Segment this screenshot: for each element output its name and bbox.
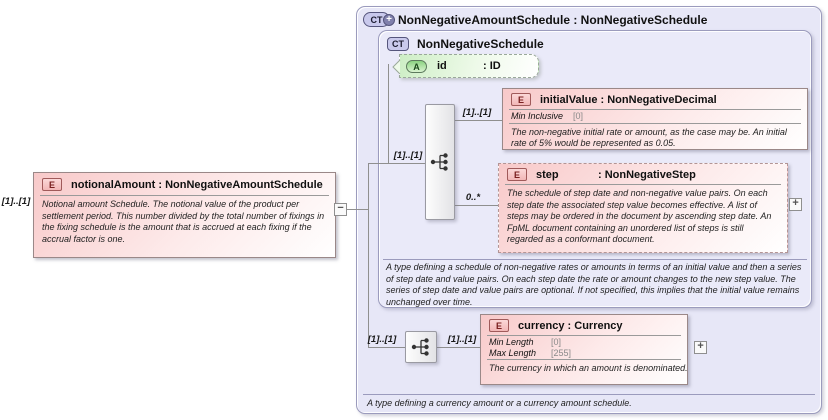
element-title: initialValue : NonNegativeDecimal xyxy=(540,93,717,106)
container-footer-separator xyxy=(363,394,815,395)
attribute-icon: A xyxy=(406,59,427,73)
base-type-footer-separator xyxy=(383,259,807,260)
separator xyxy=(487,335,681,336)
connector-trunk-line xyxy=(368,163,369,348)
cardinality-label-sequence1: [1]..[1] xyxy=(393,150,423,161)
connector-initialvalue-line xyxy=(455,120,502,121)
element-description: The currency in which an amount is denom… xyxy=(489,363,688,373)
container-header: CT + NonNegativeAmountSchedule : NonNega… xyxy=(357,7,821,27)
element-icon: E xyxy=(507,168,527,181)
separator xyxy=(40,195,329,196)
connector-sequence1-line xyxy=(368,163,425,164)
sequence-icon xyxy=(430,153,448,171)
element-card-notionalamount[interactable]: E notionalAmount : NonNegativeAmountSche… xyxy=(33,172,336,258)
sequence-compositor-currency[interactable] xyxy=(405,331,437,363)
element-description: The schedule of step date and non-negati… xyxy=(507,188,772,244)
expand-toggle-currency[interactable]: + xyxy=(694,341,707,354)
facet-row: Min Inclusive [0] xyxy=(503,111,807,122)
element-title-row: E notionalAmount : NonNegativeAmountSche… xyxy=(34,173,335,194)
expand-toggle-step[interactable]: + xyxy=(789,198,802,211)
connector-step-line xyxy=(455,205,498,206)
collapse-toggle[interactable]: − xyxy=(334,203,347,216)
element-icon: E xyxy=(489,319,509,332)
facet-value: [0] xyxy=(573,111,584,121)
container-title: NonNegativeAmountSchedule : NonNegativeS… xyxy=(398,12,708,27)
complex-type-icon: CT xyxy=(387,37,409,51)
element-card-currency[interactable]: E currency : Currency Min Length [0] Max… xyxy=(480,314,688,385)
element-title-row: E step: NonNegativeStep xyxy=(499,164,787,183)
element-description: Notional amount Schedule. The notional v… xyxy=(42,199,325,244)
connector-currency-line xyxy=(437,347,480,348)
element-title: currency : Currency xyxy=(518,319,623,332)
sequence-compositor-main[interactable] xyxy=(425,104,455,220)
element-description: The non-negative initial rate or amount,… xyxy=(511,126,787,149)
separator xyxy=(505,184,781,185)
base-type-description: A type defining a schedule of non-negati… xyxy=(386,262,802,307)
element-title-row: E initialValue : NonNegativeDecimal xyxy=(503,89,807,108)
facet-value: [255] xyxy=(551,347,572,358)
cardinality-label-currency: [1]..[1] xyxy=(447,334,477,345)
element-icon: E xyxy=(42,178,62,191)
cardinality-label-source: [1]..[1] xyxy=(1,196,31,207)
sequence-icon xyxy=(411,338,429,356)
connector-source-line xyxy=(336,209,369,210)
separator xyxy=(509,122,801,124)
container-description: A type defining a currency amount or a c… xyxy=(367,398,632,408)
element-type: : NonNegativeStep xyxy=(598,168,696,181)
element-icon: E xyxy=(511,93,531,106)
facet-row: Max Length [255] xyxy=(481,348,687,359)
facet-row: Min Length [0] xyxy=(481,337,687,348)
facet-name: Max Length xyxy=(489,347,537,358)
complex-type-extension-icon: CT + xyxy=(363,12,395,27)
facet-value: [0] xyxy=(551,337,562,347)
extension-plus-icon: + xyxy=(383,14,395,26)
separator xyxy=(509,109,801,110)
element-title-row: E currency : Currency xyxy=(481,315,687,334)
connector-attribute-line xyxy=(388,64,389,164)
base-type-title: NonNegativeSchedule xyxy=(417,37,544,51)
element-title: step: NonNegativeStep xyxy=(536,168,696,181)
connector-sequence2-line xyxy=(368,347,405,348)
facet-name: Min Inclusive xyxy=(511,111,564,121)
cardinality-label-initialvalue: [1]..[1] xyxy=(462,107,492,118)
facet-name: Min Length xyxy=(489,337,534,347)
cardinality-label-sequence2: [1]..[1] xyxy=(367,334,397,345)
cardinality-label-step: 0..* xyxy=(465,192,481,203)
element-title: notionalAmount : NonNegativeAmountSchedu… xyxy=(71,178,323,191)
ct-badge-text: CT xyxy=(370,15,383,25)
element-card-step[interactable]: E step: NonNegativeStep The schedule of … xyxy=(498,163,788,253)
attribute-type: : ID xyxy=(483,60,501,72)
attribute-id[interactable]: A id: ID xyxy=(392,54,539,78)
base-type-header: CT NonNegativeSchedule xyxy=(379,31,811,51)
element-card-initialvalue[interactable]: E initialValue : NonNegativeDecimal Min … xyxy=(502,88,808,150)
separator xyxy=(487,359,681,360)
attribute-connector-chevron xyxy=(392,59,401,75)
attribute-name: id: ID xyxy=(437,60,501,72)
